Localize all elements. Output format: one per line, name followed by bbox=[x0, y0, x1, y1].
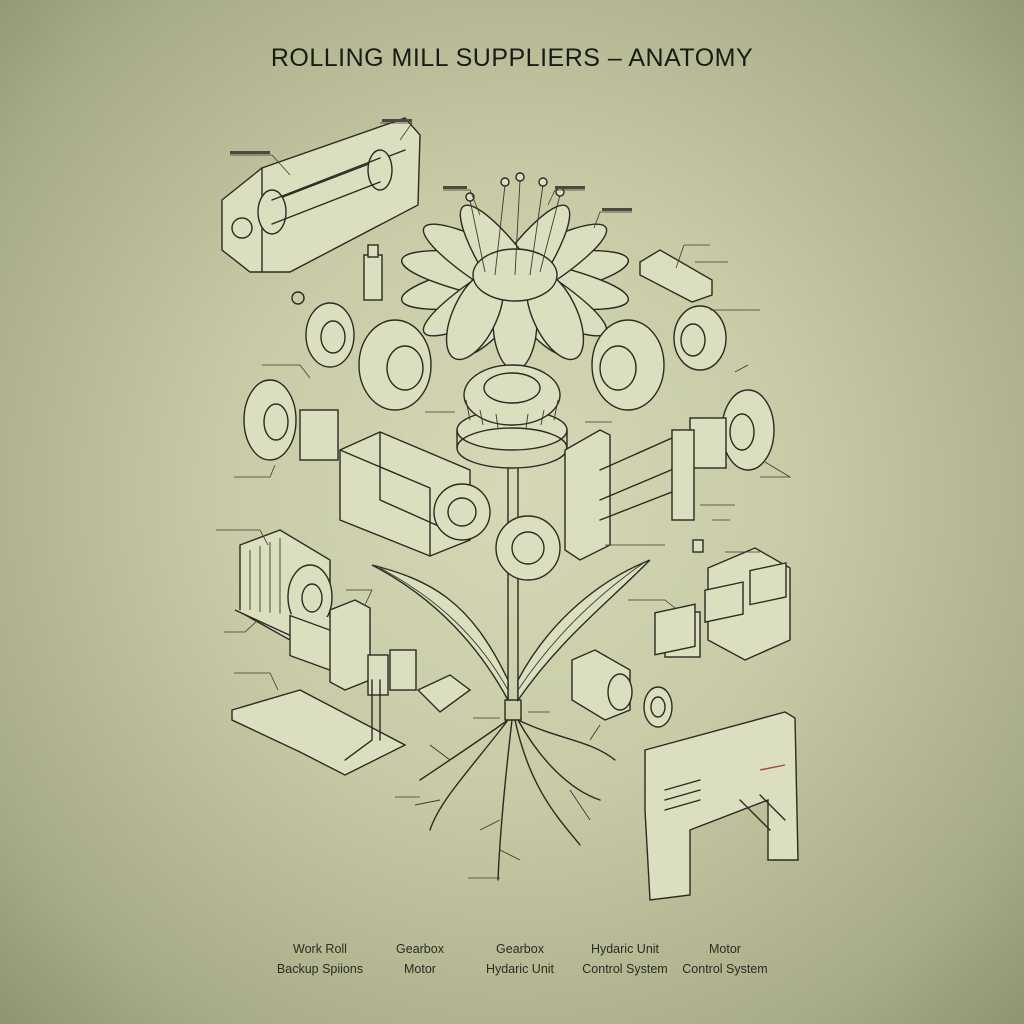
roll-stand-frame bbox=[564, 429, 735, 561]
parts-legend: Work Roll Gearbox Gearbox Hydaric Unit M… bbox=[270, 942, 770, 976]
control-console bbox=[644, 562, 799, 901]
legend-item: Hydaric Unit bbox=[590, 942, 660, 956]
legend-item: Gearbox bbox=[396, 942, 444, 956]
pin-part bbox=[291, 244, 383, 305]
rail-bracket bbox=[639, 244, 728, 303]
legend-item: Hydaric Unit bbox=[485, 962, 555, 976]
poster-title: ROLLING MILL SUPPLIERS – ANATOMY bbox=[270, 44, 754, 72]
helical-gear-on-flange bbox=[425, 364, 612, 701]
hydraulic-valve-block bbox=[329, 589, 472, 713]
flower-head bbox=[400, 172, 632, 371]
roots bbox=[395, 711, 616, 881]
legend-item: Motor bbox=[709, 942, 741, 956]
servo-motor bbox=[571, 649, 673, 728]
legend-item: Backup Spiions bbox=[276, 962, 364, 976]
hydraulic-base-plate bbox=[231, 672, 407, 776]
legend-item: Control System bbox=[682, 962, 768, 976]
gear-pump-assembly bbox=[339, 431, 561, 581]
roll-housing-frame bbox=[221, 117, 421, 273]
legend-item: Motor bbox=[404, 962, 436, 976]
stem-leaves bbox=[371, 559, 651, 721]
legend-item: Work Roll bbox=[293, 942, 347, 956]
legend-item: Control System bbox=[582, 962, 668, 976]
legend-item: Gearbox bbox=[496, 942, 544, 956]
